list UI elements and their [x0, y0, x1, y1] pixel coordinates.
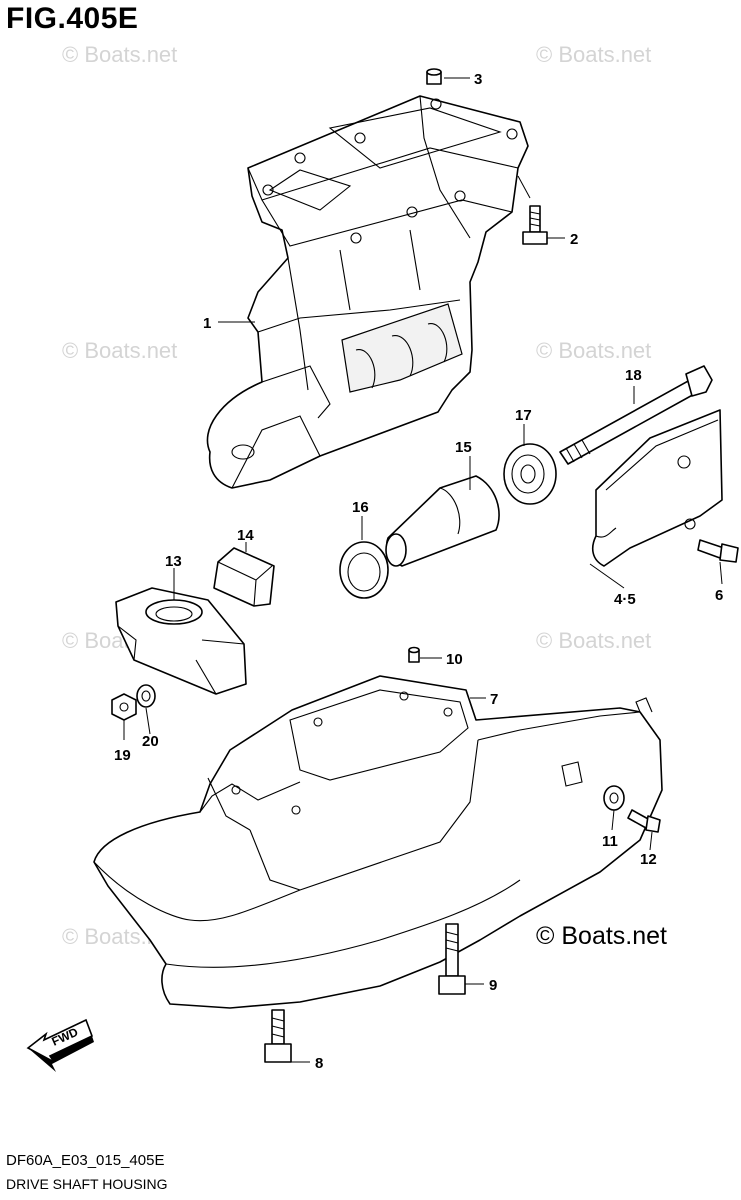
mount-block[interactable] [115, 587, 247, 695]
small-bolt[interactable] [697, 539, 739, 563]
callout-1: 1 [203, 315, 211, 332]
callout-8: 8 [315, 1055, 323, 1072]
callout-7: 7 [490, 691, 498, 708]
callout-4-5: 4·5 [614, 591, 636, 608]
watermark: © Boats.net [536, 628, 652, 653]
figure-name: DRIVE SHAFT HOUSING [6, 1176, 168, 1192]
long-bolt[interactable] [559, 365, 713, 465]
bolt[interactable] [522, 205, 548, 245]
long-bolt-lower[interactable] [438, 923, 466, 995]
figure-code: DF60A_E03_015_405E [6, 1152, 165, 1169]
callout-13: 13 [165, 553, 182, 570]
callout-6: 6 [715, 587, 723, 604]
callout-9: 9 [489, 977, 497, 994]
callout-17: 17 [515, 407, 532, 424]
watermark: © Boats.net [536, 42, 652, 67]
callout-16: 16 [352, 499, 369, 516]
leader-lines [123, 77, 723, 1063]
mount-cover[interactable] [591, 409, 723, 567]
forward-arrow-icon: FWD [26, 1018, 94, 1072]
callout-19: 19 [114, 747, 131, 764]
callout-11: 11 [602, 833, 618, 850]
callout-3: 3 [474, 71, 482, 88]
nut[interactable] [111, 693, 137, 721]
bolt-lower[interactable] [627, 809, 661, 833]
washer-lower[interactable] [603, 785, 625, 811]
watermark: © Boats.net [62, 338, 178, 363]
callout-15: 15 [455, 439, 472, 456]
callout-12: 12 [640, 851, 657, 868]
callout-20: 20 [142, 733, 159, 750]
rubber-pad[interactable] [213, 547, 275, 607]
copyright-watermark: © Boats.net [536, 922, 667, 950]
bolt-short[interactable] [264, 1009, 292, 1063]
ring[interactable] [339, 541, 389, 599]
mount-rubber[interactable] [503, 443, 557, 505]
dowel-pin[interactable] [426, 68, 442, 85]
extension-case[interactable] [93, 675, 663, 1009]
watermark: © Boats.net [62, 42, 178, 67]
washer[interactable] [136, 684, 156, 708]
callout-18: 18 [625, 367, 642, 384]
watermark: © Boats.net [536, 338, 652, 363]
callout-2: 2 [570, 231, 578, 248]
bushing[interactable] [385, 475, 500, 567]
drive-shaft-housing[interactable] [206, 95, 529, 489]
callout-10: 10 [446, 651, 463, 668]
figure-title: FIG.405E [6, 2, 139, 35]
dowel-pin-lower[interactable] [408, 646, 420, 663]
callout-14: 14 [237, 527, 254, 544]
